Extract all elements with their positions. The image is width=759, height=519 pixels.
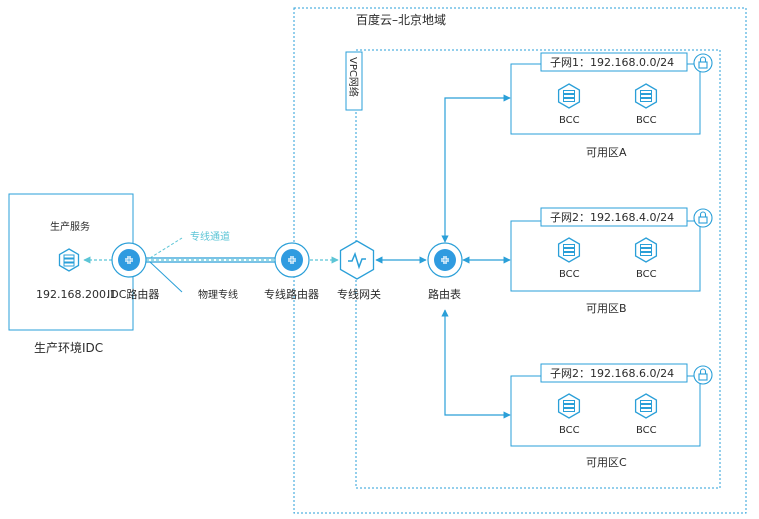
zone-c-bcc-1-icon	[557, 393, 581, 419]
zone-b-bcc-2-label: BCC	[636, 269, 657, 280]
zone-c-box	[510, 375, 701, 447]
zone-b-label: 可用区B	[586, 302, 627, 315]
zone-a: 子网1：192.168.0.0/24 BCC BCC 可用区A	[510, 52, 713, 159]
zone-c: 子网2：192.168.6.0/24 BCC BCC 可用区C	[510, 363, 713, 469]
zone-b-subnet-box	[540, 207, 688, 227]
zone-b: 子网2：192.168.4.0/24 BCC BCC 可用区B	[510, 207, 713, 315]
zone-c-lock-icon	[693, 365, 713, 385]
region-title: 百度云–北京地域	[356, 12, 446, 27]
zone-b-bcc-2-icon	[634, 237, 658, 263]
zone-c-bcc-1-label: BCC	[559, 425, 580, 436]
zone-b-bcc-1-icon	[557, 237, 581, 263]
zone-c-subnet-label: 子网2：192.168.6.0/24	[550, 367, 674, 380]
idc-router-icon	[111, 242, 147, 278]
dedicated-router-icon	[274, 242, 310, 278]
dedicated-gateway-icon	[339, 240, 375, 280]
vpc-boundary	[355, 49, 721, 489]
zone-a-bcc-2-label: BCC	[636, 115, 657, 126]
zone-a-bcc-1-icon	[557, 83, 581, 109]
idc-service-label: 生产服务	[50, 220, 90, 233]
zone-c-bcc-2-label: BCC	[636, 425, 657, 436]
idc-router-label: IDC路由器	[107, 287, 159, 301]
route-table-icon	[427, 242, 463, 278]
zone-a-bcc-2-icon	[634, 83, 658, 109]
physical-leader	[149, 261, 183, 293]
vpc-label: VPC网络	[347, 57, 360, 97]
zone-b-box	[510, 220, 701, 292]
idc-ip-label: 192.168.200.1	[36, 288, 116, 301]
routetable-zone-c-link	[441, 309, 511, 419]
zone-b-lock-icon	[693, 208, 713, 228]
channel-leader	[149, 237, 183, 259]
zone-a-subnet-label: 子网1：192.168.0.0/24	[550, 56, 674, 69]
dedicated-router-label: 专线路由器	[264, 287, 319, 301]
routetable-zone-a-link	[441, 94, 511, 243]
vpc-label-box	[345, 51, 363, 111]
zone-a-box	[510, 63, 701, 135]
server-icon	[58, 248, 80, 272]
zone-a-subnet-box	[540, 52, 688, 72]
dedicated-gateway-label: 专线网关	[337, 287, 381, 301]
zone-a-bcc-1-label: BCC	[559, 115, 580, 126]
zone-b-bcc-1-label: BCC	[559, 269, 580, 280]
zone-c-label: 可用区C	[586, 456, 627, 469]
zone-a-lock-icon	[693, 53, 713, 73]
channel-label: 专线通道	[190, 230, 230, 243]
route-table-label: 路由表	[428, 287, 461, 301]
zone-c-subnet-box	[540, 363, 688, 383]
physical-label: 物理专线	[198, 288, 238, 301]
zone-c-bcc-2-icon	[634, 393, 658, 419]
idc-title: 生产环境IDC	[34, 340, 103, 355]
zone-a-label: 可用区A	[586, 146, 627, 159]
zone-b-subnet-label: 子网2：192.168.4.0/24	[550, 211, 674, 224]
